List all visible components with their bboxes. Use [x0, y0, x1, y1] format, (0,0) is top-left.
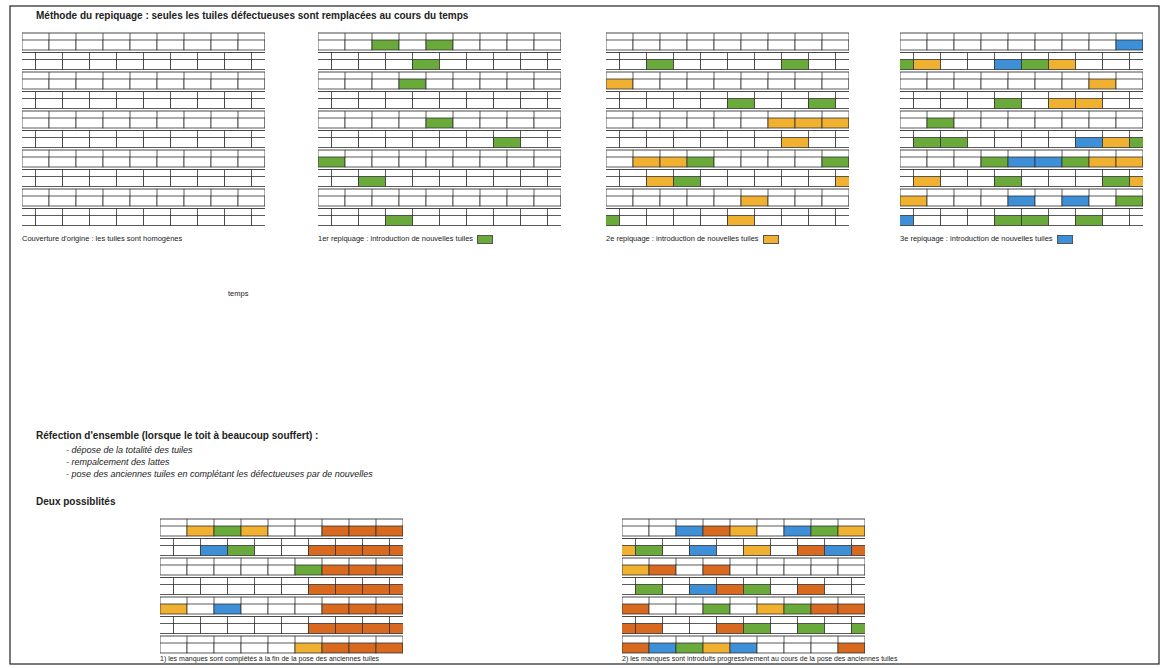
- tile-grid: [900, 33, 1143, 226]
- section-heading: Réfection d'ensemble (lorsque le toit à …: [36, 430, 318, 442]
- tile-grid: [160, 519, 403, 653]
- tile-grid: [606, 33, 849, 226]
- step-note: - dépose de la totalité des tuiles: [66, 445, 193, 455]
- tile-grid: [22, 33, 265, 226]
- grid-caption: 1) les manques sont complétés à la fin d…: [160, 655, 379, 663]
- legend-text: 3e repiquage : introduction de nouvelles…: [900, 234, 1053, 243]
- title: Méthode du repiquage : seules les tuiles…: [36, 10, 468, 22]
- legend-entry: 3e repiquage : introduction de nouvelles…: [900, 235, 1073, 244]
- legend-text: 2e repiquage : introduction de nouvelles…: [606, 234, 759, 243]
- step-note: - pose des anciennes tuiles en complétan…: [66, 469, 373, 479]
- grid-caption: Couverture d'origine : les tuiles sont h…: [22, 235, 182, 244]
- tile-grid: [622, 519, 865, 653]
- legend-swatch: [1057, 235, 1073, 244]
- legend-entry: 2e repiquage : introduction de nouvelles…: [606, 235, 779, 244]
- section-heading: Deux possiblités: [36, 496, 115, 508]
- step-note: - rempalcement des lattes: [66, 457, 170, 467]
- legend-text: 1er repiquage : introduction de nouvelle…: [318, 234, 473, 243]
- frame: [10, 6, 1159, 664]
- tile-grid: [318, 33, 561, 226]
- grid-caption: 2) les manques sont introduits progressi…: [622, 655, 898, 663]
- roof-grids: [9, 33, 1169, 653]
- legend-swatch: [477, 235, 493, 244]
- legend-swatch: [763, 235, 779, 244]
- legend-entry: 1er repiquage : introduction de nouvelle…: [318, 235, 493, 244]
- axis-label: temps: [228, 290, 248, 299]
